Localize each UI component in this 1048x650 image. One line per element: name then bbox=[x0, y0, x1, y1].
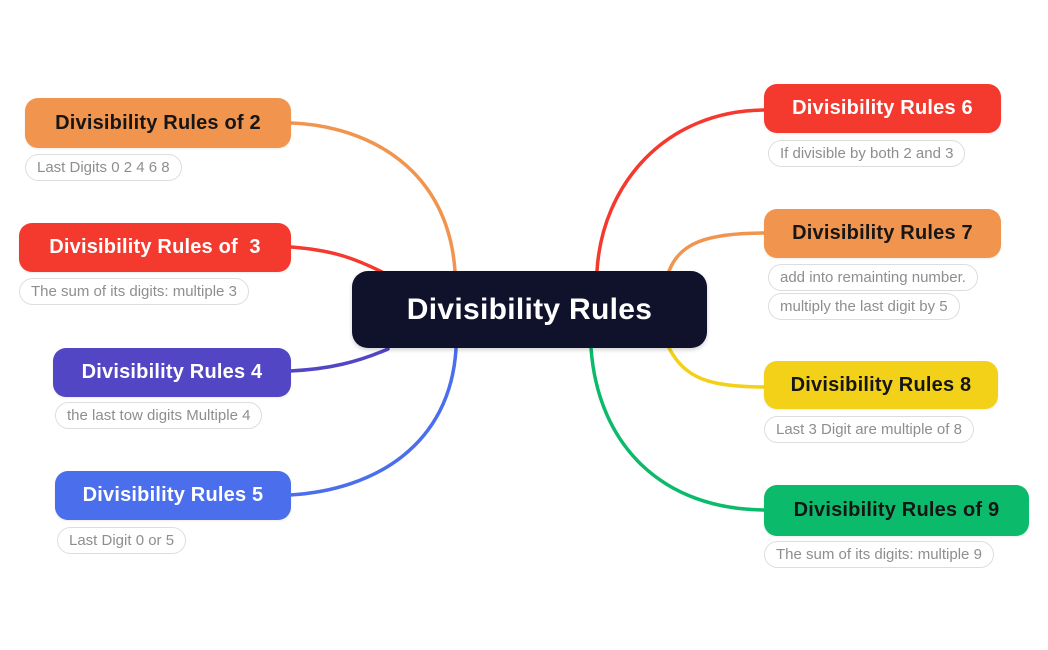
note-rule-5[interactable]: Last Digit 0 or 5 bbox=[57, 527, 187, 554]
branch-node-rule-5[interactable]: Divisibility Rules 5 bbox=[55, 471, 291, 520]
branch-node-rule-6-label: Divisibility Rules 6 bbox=[792, 97, 973, 119]
note-rule-9[interactable]: The sum of its digits: multiple 9 bbox=[764, 541, 994, 568]
branch-node-rule-6[interactable]: Divisibility Rules 6 bbox=[764, 84, 1001, 133]
connector-rule-5 bbox=[288, 347, 458, 497]
note-rule-8[interactable]: Last 3 Digit are multiple of 8 bbox=[764, 416, 974, 443]
connector-rule-3 bbox=[289, 245, 384, 274]
note-rule-6[interactable]: If divisible by both 2 and 3 bbox=[768, 140, 966, 167]
note-rule-7-line2[interactable]: multiply the last digit by 5 bbox=[768, 293, 960, 320]
branch-node-rule-8-label: Divisibility Rules 8 bbox=[790, 373, 972, 396]
connector-rule-4 bbox=[288, 347, 390, 373]
branch-node-rule-2[interactable]: Divisibility Rules of 2 bbox=[25, 98, 291, 148]
branch-node-rule-9[interactable]: Divisibility Rules of 9 bbox=[764, 485, 1029, 536]
connector-rule-8 bbox=[667, 346, 768, 389]
connector-rule-2 bbox=[289, 121, 457, 273]
connector-rule-6 bbox=[595, 108, 768, 273]
branch-node-rule-2-label: Divisibility Rules of 2 bbox=[55, 111, 261, 134]
branch-node-rule-8[interactable]: Divisibility Rules 8 bbox=[764, 361, 998, 409]
central-node[interactable]: Divisibility Rules bbox=[352, 271, 707, 348]
branch-node-rule-3[interactable]: Divisibility Rules of 3 bbox=[19, 223, 291, 272]
branch-node-rule-3-label: Divisibility Rules of 3 bbox=[49, 236, 261, 258]
connector-rule-9 bbox=[589, 346, 768, 512]
branch-node-rule-5-label: Divisibility Rules 5 bbox=[82, 484, 264, 506]
central-node-label: Divisibility Rules bbox=[406, 292, 653, 326]
branch-node-rule-4-label: Divisibility Rules 4 bbox=[81, 361, 263, 383]
branch-node-rule-7[interactable]: Divisibility Rules 7 bbox=[764, 209, 1001, 258]
branch-node-rule-9-label: Divisibility Rules of 9 bbox=[793, 499, 1000, 521]
note-rule-7-line1[interactable]: add into remainting number. bbox=[768, 264, 978, 291]
branch-node-rule-7-label: Divisibility Rules 7 bbox=[792, 222, 973, 244]
note-rule-2[interactable]: Last Digits 0 2 4 6 8 bbox=[25, 154, 182, 181]
note-rule-4[interactable]: the last tow digits Multiple 4 bbox=[55, 402, 263, 429]
connector-rule-7 bbox=[667, 231, 768, 273]
branch-node-rule-4[interactable]: Divisibility Rules 4 bbox=[53, 348, 291, 397]
note-rule-3[interactable]: The sum of its digits: multiple 3 bbox=[19, 278, 249, 305]
